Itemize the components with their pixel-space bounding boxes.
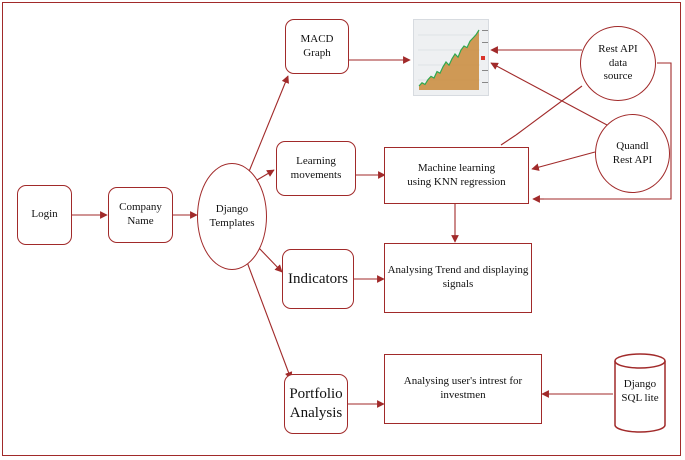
indicators-label: Indicators <box>288 270 348 287</box>
django-templates-label: Django Templates <box>209 202 255 229</box>
machine-learning-label: Machine learning using KNN regression <box>407 161 506 188</box>
sqlite-label: Django SQL lite <box>621 378 659 404</box>
stock-chart-thumbnail <box>414 20 488 95</box>
quandl-label: Quandl Rest API <box>612 139 653 166</box>
trend-signals-label: Analysing Trend and displaying signals <box>387 264 529 290</box>
arrow-templates-learning <box>256 169 275 181</box>
macd-graph-node: MACD Graph <box>285 19 349 74</box>
learning-movements-node: Learning movements <box>276 141 356 196</box>
database-icon <box>614 353 666 433</box>
arrow-quandl-chart <box>490 62 608 126</box>
indicators-node: Indicators <box>282 249 354 309</box>
login-label: Login <box>31 208 58 221</box>
arrow-templates-macd <box>247 75 289 175</box>
diagram-frame <box>2 2 681 456</box>
company-name-node: Company Name <box>108 187 173 243</box>
company-name-label: Company Name <box>119 201 162 227</box>
chart-line <box>418 29 480 87</box>
rest-api-node: Rest API data source <box>580 26 656 101</box>
login-node: Login <box>17 185 72 245</box>
macd-graph-label: MACD Graph <box>300 32 334 59</box>
user-interest-label: Analysing user's intrest for investmen <box>403 375 523 401</box>
quandl-node: Quandl Rest API <box>595 114 670 193</box>
machine-learning-node: Machine learning using KNN regression <box>384 147 529 204</box>
portfolio-analysis-label: Portfolio Analysis <box>289 386 343 421</box>
user-interest-node: Analysing user's intrest for investmen <box>384 354 542 424</box>
portfolio-analysis-node: Portfolio Analysis <box>284 374 348 434</box>
arrow-templates-indicators <box>257 246 283 273</box>
arrow-templates-portfolio <box>246 261 293 380</box>
stock-chart-thumbnail-icon <box>413 19 489 96</box>
arrow-quandl-ml <box>531 151 596 171</box>
chart-area <box>419 30 479 90</box>
rest-api-label: Rest API data source <box>598 42 638 83</box>
learning-movements-label: Learning movements <box>290 154 342 181</box>
django-templates-node: Django Templates <box>197 163 267 270</box>
trend-signals-node: Analysing Trend and displaying signals <box>384 243 532 313</box>
